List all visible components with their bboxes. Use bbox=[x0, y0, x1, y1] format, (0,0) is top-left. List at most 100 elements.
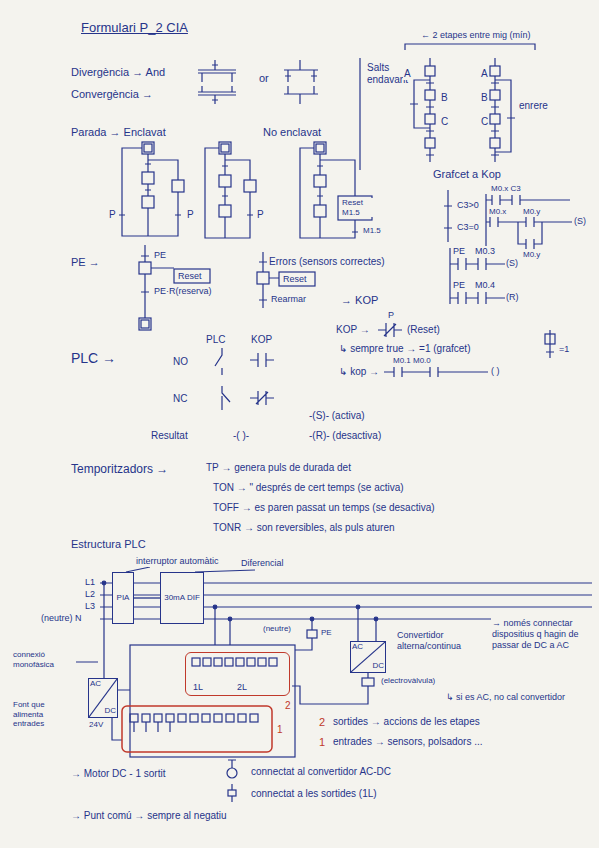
note-label: Reset M1.5 bbox=[341, 198, 373, 217]
and-symbol bbox=[198, 60, 236, 104]
breaker-box: PIA bbox=[112, 572, 134, 624]
grafcet-back bbox=[490, 58, 515, 162]
note-label: L1 bbox=[84, 577, 96, 588]
converter-box: AC DC bbox=[350, 641, 386, 673]
callout-number: 2 bbox=[284, 700, 292, 712]
note-label: C bbox=[440, 116, 449, 128]
note-label: =1 bbox=[558, 344, 570, 355]
page-title: Formulari P_2 CIA bbox=[80, 20, 189, 36]
contact-symbols bbox=[215, 323, 555, 410]
note-label: Diferencial bbox=[240, 558, 285, 569]
wire-connector bbox=[134, 597, 160, 598]
note-label: TON → " després de cert temps (se activa… bbox=[212, 482, 405, 494]
note-label: NC bbox=[172, 393, 188, 405]
note-label: Estructura PLC bbox=[70, 538, 147, 551]
note-label: P bbox=[387, 310, 395, 321]
note-label: P bbox=[256, 209, 265, 221]
grafcet-stop bbox=[119, 142, 372, 238]
note-label: (S) bbox=[573, 216, 587, 227]
node-text: DC bbox=[372, 662, 384, 671]
node-text: 1L bbox=[192, 683, 204, 693]
note-label: B bbox=[440, 92, 449, 104]
note-label: PE·R(reserva) bbox=[153, 286, 213, 297]
note-label: M0.4 bbox=[474, 280, 496, 291]
node-text: DC bbox=[104, 707, 116, 716]
note-label: sortides → accions de les etapes bbox=[332, 716, 481, 728]
grafcet-forward bbox=[410, 58, 435, 162]
note-label: or bbox=[258, 72, 270, 85]
note-label: Reset bbox=[177, 271, 203, 282]
note-label: Divergència → And bbox=[70, 66, 166, 79]
note-label: Grafcet a Kop bbox=[432, 168, 502, 181]
note-label: M0.x bbox=[488, 207, 507, 217]
bracket bbox=[405, 44, 535, 50]
note-label: PE bbox=[153, 250, 167, 261]
note-label: KOP bbox=[250, 334, 273, 346]
separator bbox=[359, 58, 360, 170]
note-label: L2 bbox=[84, 589, 96, 600]
note-label: Font que alimenta entrades bbox=[12, 700, 72, 729]
output-module: 1L 2L bbox=[185, 652, 290, 696]
note-label: → només connectar dispositius q hagin de… bbox=[491, 618, 595, 650]
note-label: M0.x C3 bbox=[490, 184, 522, 194]
ladder-grafcet bbox=[444, 190, 572, 250]
note-label: KOP → bbox=[335, 324, 371, 336]
note-label: connexió monofàsica bbox=[12, 650, 76, 669]
note-label: -(R)- (desactiva) bbox=[308, 430, 382, 442]
wiring bbox=[76, 567, 592, 802]
note-label: (neutre) N bbox=[40, 613, 83, 624]
note-label: Temporitzadors → bbox=[70, 462, 169, 476]
differential-box: 30mA DIF bbox=[160, 572, 204, 624]
note-label: enrere bbox=[518, 100, 549, 112]
note-label: A bbox=[480, 68, 489, 80]
note-label: connectat al convertidor AC-DC bbox=[250, 766, 392, 778]
node-text: 2L bbox=[236, 683, 248, 693]
note-label: PLC → bbox=[70, 350, 117, 367]
note-label: ← 2 etapes entre mig (mín) bbox=[420, 30, 532, 41]
note-label: Parada → Enclavat bbox=[70, 126, 167, 139]
node-text: 30mA DIF bbox=[164, 594, 200, 603]
note-label: connectat a les sortides (1L) bbox=[250, 788, 378, 800]
note-label: Convertidor alterna/continua bbox=[396, 630, 490, 652]
node-text: AC bbox=[352, 643, 363, 652]
note-label: ( ) bbox=[490, 366, 501, 377]
note-label: M0.y bbox=[522, 207, 541, 217]
power-supply-box: AC DC bbox=[88, 678, 118, 718]
node-text: AC bbox=[90, 680, 101, 689]
note-label: M1.5 bbox=[362, 226, 382, 236]
note-label: → KOP bbox=[340, 294, 379, 307]
note-label: TP → genera puls de durada det bbox=[205, 462, 352, 474]
note-label: interruptor automàtic bbox=[135, 556, 220, 567]
note-label: Errors (sensors correctes) bbox=[268, 256, 386, 268]
note-label: NO bbox=[172, 356, 189, 368]
note-label: PLC bbox=[205, 334, 226, 346]
note-label: B bbox=[480, 92, 489, 104]
note-label: M0.3 bbox=[474, 246, 496, 257]
callout-number: 1 bbox=[276, 724, 284, 736]
note-label: M0.y bbox=[522, 250, 541, 260]
note-label: PE bbox=[452, 246, 466, 257]
note-label: -(S)- (activa) bbox=[308, 410, 366, 422]
or-symbol bbox=[284, 60, 318, 104]
note-label: 24V bbox=[88, 720, 104, 730]
note-label: PE bbox=[320, 628, 333, 638]
note-label: C3>0 bbox=[456, 200, 480, 211]
node-text: PIA bbox=[117, 594, 130, 603]
note-label: (Reset) bbox=[406, 324, 441, 336]
note-label: PE bbox=[452, 280, 466, 291]
note-label: (electrovàlvula) bbox=[380, 676, 436, 686]
note-label: → Punt comú → sempre al negatiu bbox=[70, 810, 228, 822]
note-label: Resultat bbox=[150, 430, 189, 442]
note-label: No enclavat bbox=[262, 126, 322, 139]
note-label: → Motor DC - 1 sortit bbox=[70, 768, 166, 780]
note-label: (neutre) bbox=[262, 624, 292, 634]
note-label: ↳ sempre true → =1 (grafcet) bbox=[338, 343, 471, 355]
note-label: (R) bbox=[505, 292, 520, 303]
note-label: ↳ kop → bbox=[338, 366, 380, 378]
note-label: -( )- bbox=[232, 430, 250, 442]
note-label: TOFF → es paren passat un temps (se desa… bbox=[212, 502, 436, 514]
note-label: P bbox=[108, 209, 117, 221]
note-label: C3=0 bbox=[456, 222, 480, 233]
callout-number: 1 bbox=[318, 736, 326, 749]
note-label: L3 bbox=[84, 601, 96, 612]
